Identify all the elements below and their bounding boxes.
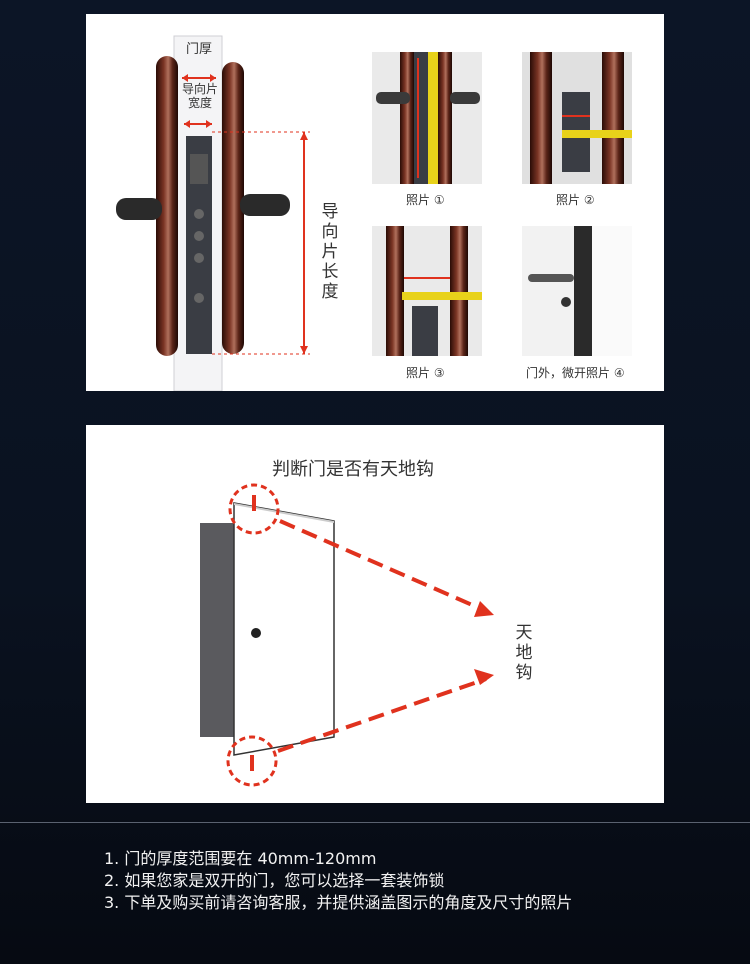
note-1: 1. 门的厚度范围要在 40mm-120mm <box>104 849 377 868</box>
photo-1 <box>372 52 482 184</box>
top-hook-circle <box>228 483 280 535</box>
door-hook-diagram <box>200 483 494 787</box>
bottom-hook-circle <box>226 735 278 787</box>
floor-hook-panel: 判断门是否有天地钩 天地钩 <box>86 425 664 803</box>
right-handle <box>240 194 290 216</box>
photo-1-caption: 照片 ① <box>406 193 445 207</box>
door-thickness-label: 门厚 <box>186 42 213 57</box>
photo-2 <box>522 52 632 184</box>
guide-length-label: 导向片长度 <box>321 202 339 302</box>
left-handle <box>116 198 162 220</box>
floor-hook-label: 天地钩 <box>515 623 533 683</box>
left-lock-body <box>156 56 178 356</box>
bottom-arrow <box>277 677 487 753</box>
door-leaf <box>233 502 335 756</box>
floor-hook-title: 判断门是否有天地钩 <box>272 459 434 480</box>
door-knob <box>251 628 261 638</box>
door-frame <box>200 523 234 737</box>
right-lock-body <box>222 62 244 354</box>
top-arrow <box>279 519 487 613</box>
photo-3 <box>372 226 482 356</box>
notes-section: 1. 门的厚度范围要在 40mm-120mm 2. 如果您家是双开的门，您可以选… <box>0 822 750 933</box>
photo-4 <box>522 226 632 356</box>
photo-2-caption: 照片 ② <box>556 193 595 207</box>
lock-measurement-panel: 门厚 导向片宽度 导向片长度 照片 ① 照片 ② <box>86 14 664 391</box>
note-3: 3. 下单及购买前请咨询客服，并提供涵盖图示的角度及尺寸的照片 <box>104 893 573 912</box>
photo-3-caption: 照片 ③ <box>406 366 445 380</box>
lock-diagram <box>116 35 310 391</box>
photo-4-caption: 门外，微开照片 ④ <box>526 366 625 380</box>
guide-width-label: 导向片宽度 <box>181 82 218 110</box>
note-2: 2. 如果您家是双开的门，您可以选择一套装饰锁 <box>104 871 445 890</box>
